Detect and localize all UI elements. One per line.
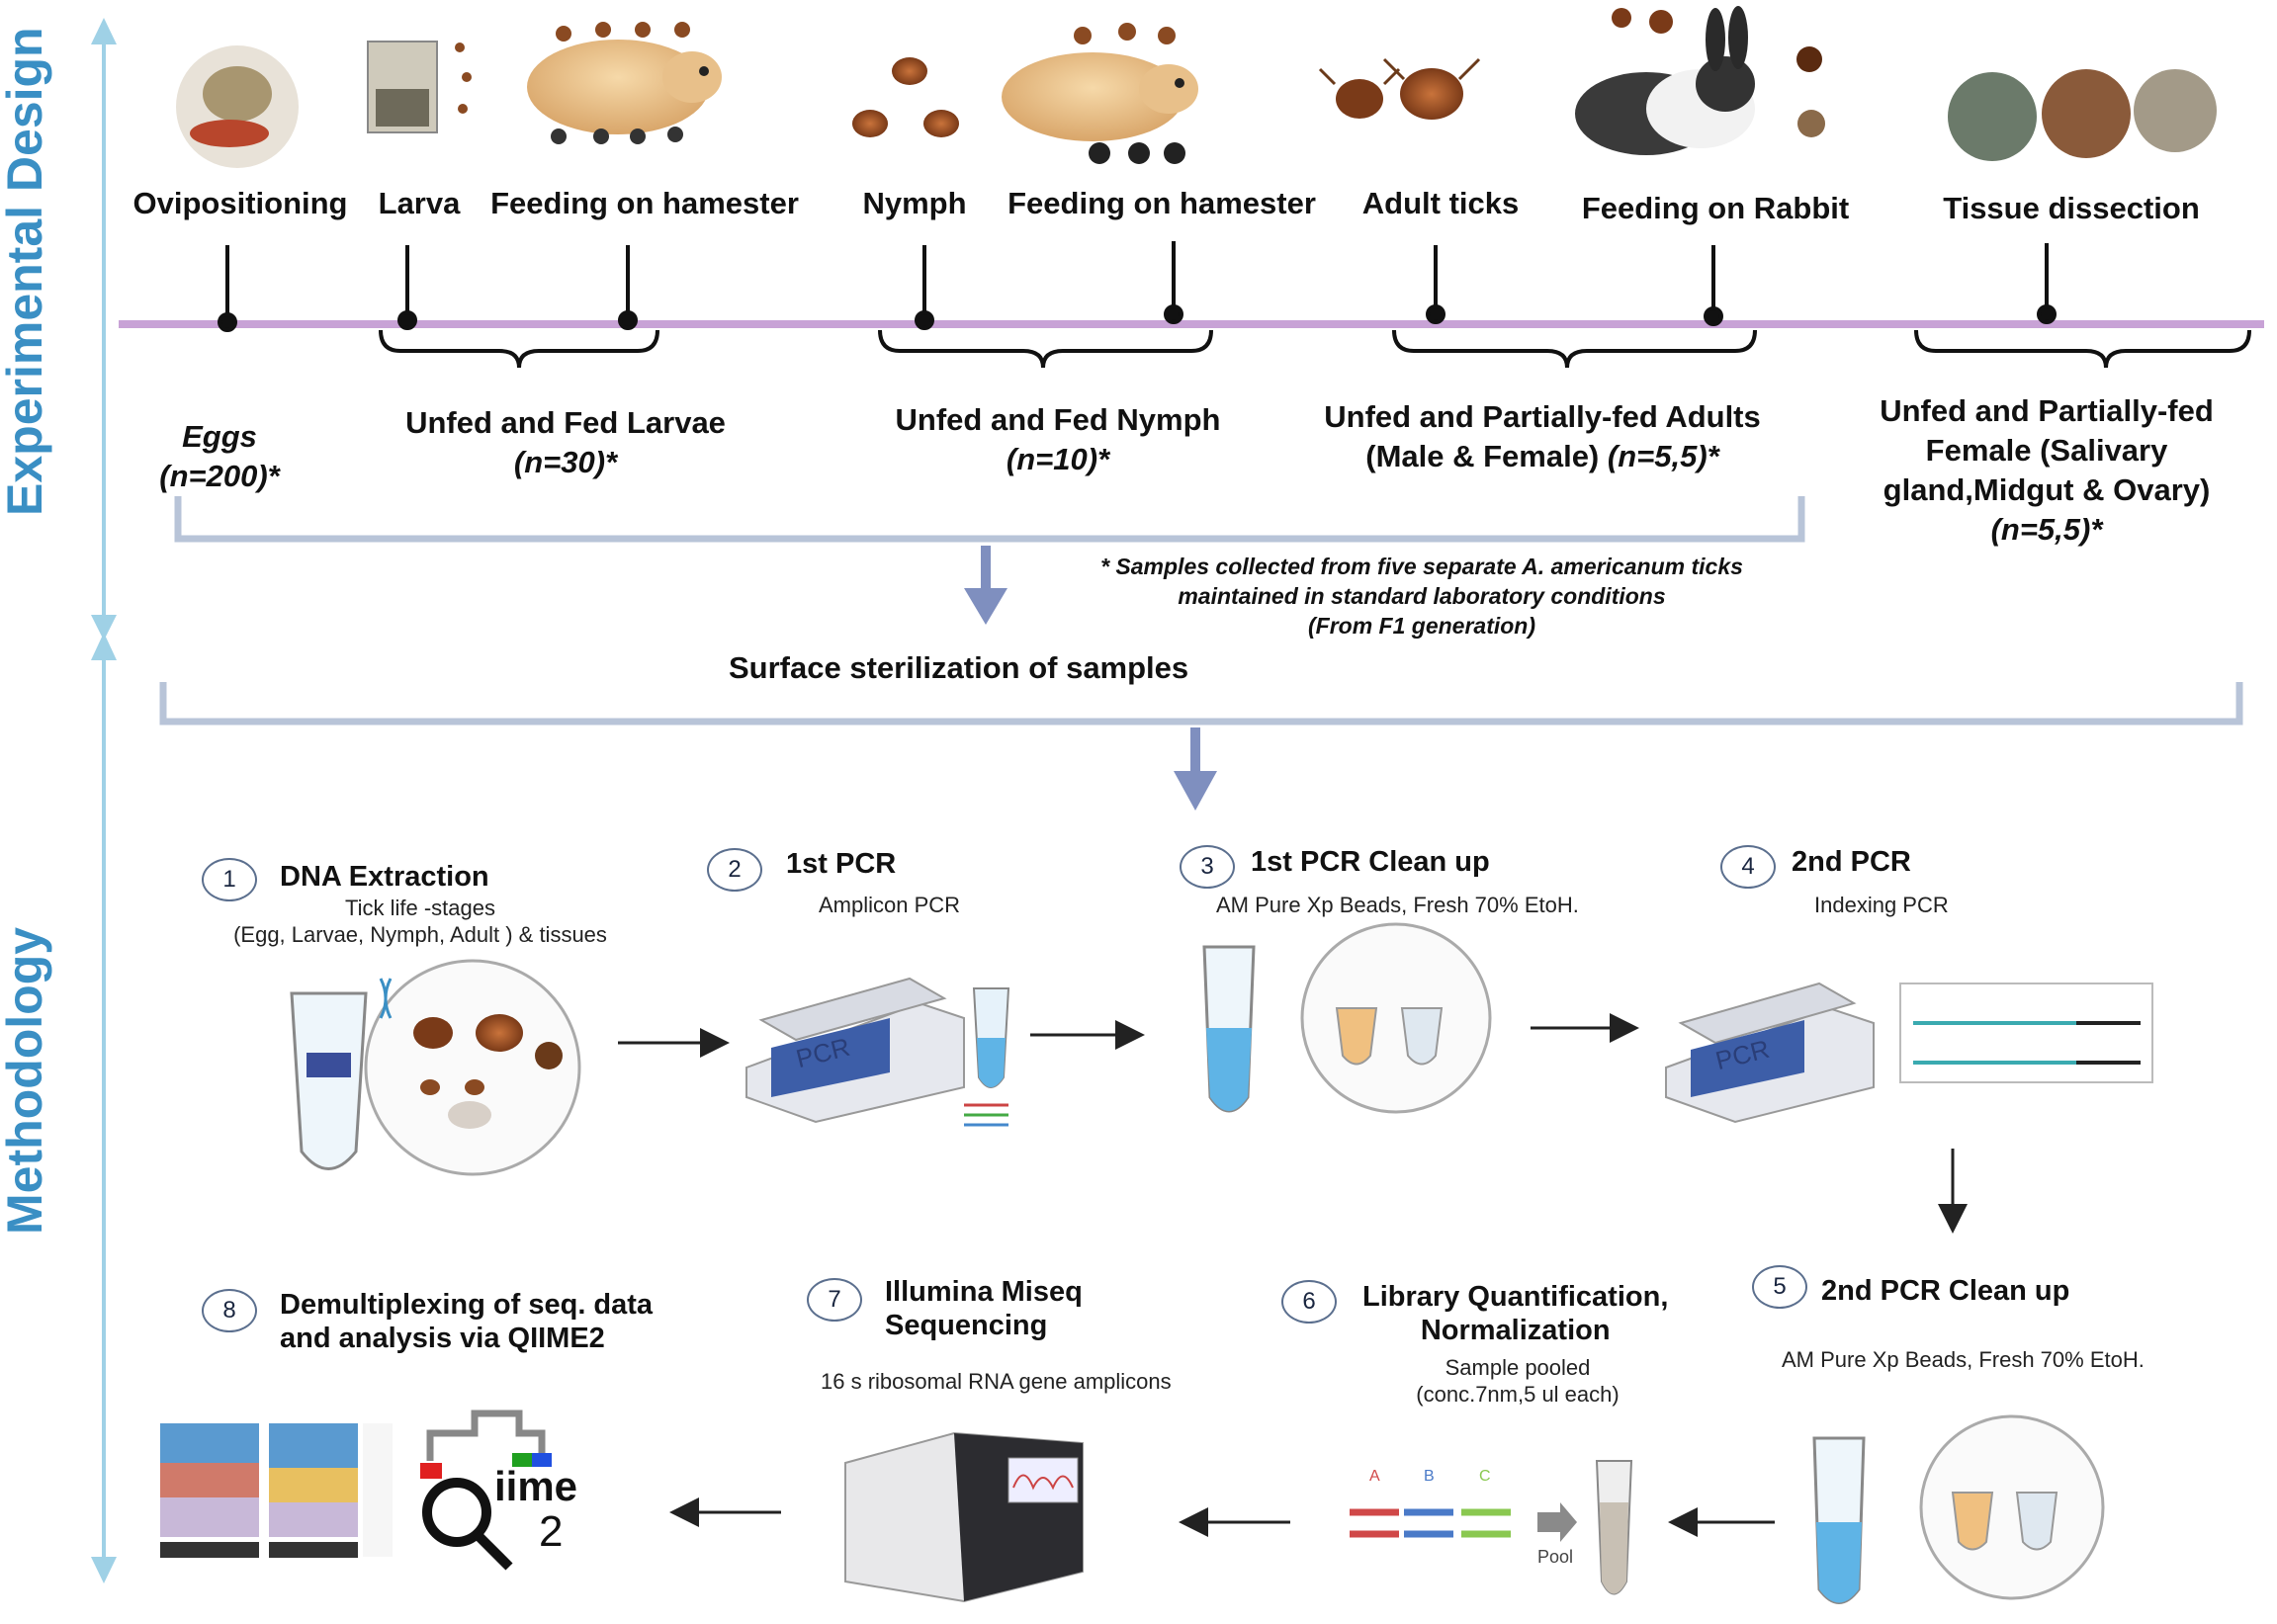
group-female-n: (n=5,5)*	[1990, 512, 2103, 547]
timeline-pins	[218, 241, 2057, 332]
group-adults-line1: Unfed and Partially-fed Adults	[1324, 399, 1761, 434]
step-number-5: 5	[1752, 1265, 1807, 1309]
group-female-line3: gland,Midgut & Ovary)	[1883, 472, 2211, 507]
stage-label-nymph: Nymph	[862, 186, 967, 220]
step-sub-6: Sample pooled (conc.7nm,5 ul each)	[1359, 1354, 1676, 1408]
step-sub-3: AM Pure Xp Beads, Fresh 70% EtoH.	[1216, 893, 1579, 917]
step-number-7: 7	[807, 1278, 862, 1322]
step-sub-6-line1: Sample pooled	[1445, 1355, 1591, 1380]
step-sub-1-line2: (Egg, Larvae, Nymph, Adult ) & tissues	[233, 922, 607, 947]
step-sub-5: AM Pure Xp Beads, Fresh 70% EtoH.	[1782, 1347, 2145, 1372]
step-number-1: 1	[202, 858, 257, 901]
hamster-image	[527, 22, 722, 144]
library-pool-image	[1350, 1460, 1633, 1595]
step-sub-6-line2: (conc.7nm,5 ul each)	[1416, 1382, 1620, 1407]
step-number-3: 3	[1180, 845, 1235, 889]
group-female-line1: Unfed and Partially-fed	[1880, 393, 2214, 428]
stage-label-adult-ticks: Adult ticks	[1361, 186, 1520, 220]
group-eggs-n: (n=200)*	[159, 459, 280, 493]
group-adults-line2: (Male & Female)	[1365, 439, 1600, 473]
step-title-1st-cleanup: 1st PCR Clean up	[1251, 846, 1490, 878]
nymph-image	[852, 57, 959, 137]
step-number-2: 2	[707, 848, 762, 892]
sequencer-image	[844, 1431, 1084, 1603]
analysis-image	[160, 1410, 552, 1571]
step-title-7-line2: Sequencing	[885, 1310, 1048, 1341]
step-sub-2: Amplicon PCR	[819, 893, 961, 917]
step-title-sequencing: Illumina Miseq Sequencing	[885, 1275, 1083, 1342]
group-adults: Unfed and Partially-fed Adults (Male & F…	[1324, 397, 1761, 476]
step-title-1st-pcr: 1st PCR	[786, 848, 897, 880]
pool-label: Pool	[1537, 1547, 1574, 1567]
step-title-8-line2: and analysis via QIIME2	[280, 1323, 605, 1354]
qiime-logo-text: iime	[494, 1463, 578, 1509]
group-nymph-n: (n=10)*	[1006, 442, 1110, 476]
eggs-image	[176, 45, 299, 168]
stage-label-feeding-nymph: Feeding on hamester	[1007, 186, 1316, 220]
step-sub-4: Indexing PCR	[1814, 893, 1949, 917]
step-title-analysis: Demultiplexing of seq. data and analysis…	[280, 1288, 653, 1355]
group-larvae-label: Unfed and Fed Larvae	[405, 405, 726, 440]
step-title-library: Library Quantification, Normalization	[1362, 1280, 1668, 1347]
group-eggs: Eggs (n=200)*	[159, 417, 279, 496]
sample-note-line1: * Samples collected from five separate A…	[1100, 554, 1743, 579]
dna-extraction-image	[290, 959, 581, 1176]
section-label-methodology: Methodology	[0, 926, 52, 1235]
pool-label-a: A	[1369, 1468, 1380, 1485]
step-arrows	[618, 1013, 1968, 1537]
hamster-image-2	[1002, 23, 1198, 164]
step-title-7-line1: Illumina Miseq	[885, 1276, 1083, 1308]
group-nymph-label: Unfed and Fed Nymph	[895, 402, 1221, 437]
sample-note: * Samples collected from five separate A…	[1046, 552, 1797, 641]
group-female-line2: Female (Salivary	[1925, 433, 2168, 468]
step-number-8: 8	[202, 1289, 257, 1332]
group-female-tissues: Unfed and Partially-fed Female (Salivary…	[1880, 391, 2214, 550]
stage-label-ovipositioning: Ovipositioning	[132, 186, 348, 220]
adult-ticks-image	[1318, 57, 1481, 120]
step-sub-1: Tick life -stages (Egg, Larvae, Nymph, A…	[193, 895, 648, 948]
step-title-dna-extraction: DNA Extraction	[280, 861, 489, 893]
pcr-machine-image	[745, 977, 1010, 1127]
tissue-images	[1948, 69, 2217, 161]
step-title-6-line2: Normalization	[1420, 1315, 1611, 1346]
cleanup-1-image	[1202, 922, 1492, 1114]
step-title-6-line1: Library Quantification,	[1362, 1281, 1669, 1313]
step-number-4: 4	[1720, 845, 1776, 889]
section-label-experimental-design: Experimental Design	[0, 27, 52, 516]
sample-note-line3: (From F1 generation)	[1307, 613, 1535, 639]
stage-label-feeding-rabbit: Feeding on Rabbit	[1581, 191, 1850, 225]
stage-label-tissue-dissection: Tissue dissection	[1943, 191, 2200, 225]
step-title-2nd-pcr: 2nd PCR	[1792, 846, 1911, 878]
sterilization-label: Surface sterilization of samples	[729, 650, 1189, 685]
collection-bracket	[159, 496, 2243, 726]
pool-label-c: C	[1479, 1468, 1491, 1485]
group-eggs-label: Eggs	[182, 419, 257, 454]
section-axis-arrows	[91, 18, 117, 1583]
group-larvae-n: (n=30)*	[513, 445, 618, 479]
stage-label-feeding-larva: Feeding on hamester	[490, 186, 799, 220]
group-larvae: Unfed and Fed Larvae (n=30)*	[405, 403, 726, 482]
rabbit-image	[1575, 6, 1825, 155]
group-nymph: Unfed and Fed Nymph (n=10)*	[896, 400, 1221, 479]
indexing-pcr-image	[1665, 982, 2153, 1124]
cleanup-2-image	[1812, 1414, 2105, 1604]
step-number-6: 6	[1281, 1280, 1337, 1324]
stage-label-larva: Larva	[378, 186, 461, 220]
qiime-logo-2: 2	[539, 1507, 564, 1556]
larva-vial-image	[367, 41, 472, 133]
step-sub-1-line1: Tick life -stages	[344, 896, 495, 920]
step-title-2nd-cleanup: 2nd PCR Clean up	[1821, 1275, 2070, 1307]
pool-label-b: B	[1424, 1468, 1435, 1485]
group-braces	[379, 329, 2251, 369]
flow-down-arrows	[964, 546, 1217, 811]
sample-note-line2: maintained in standard laboratory condit…	[1178, 583, 1666, 609]
step-sub-7: 16 s ribosomal RNA gene amplicons	[821, 1369, 1172, 1394]
group-adults-n: (n=5,5)*	[1607, 439, 1719, 473]
step-title-8-line1: Demultiplexing of seq. data	[280, 1289, 654, 1321]
